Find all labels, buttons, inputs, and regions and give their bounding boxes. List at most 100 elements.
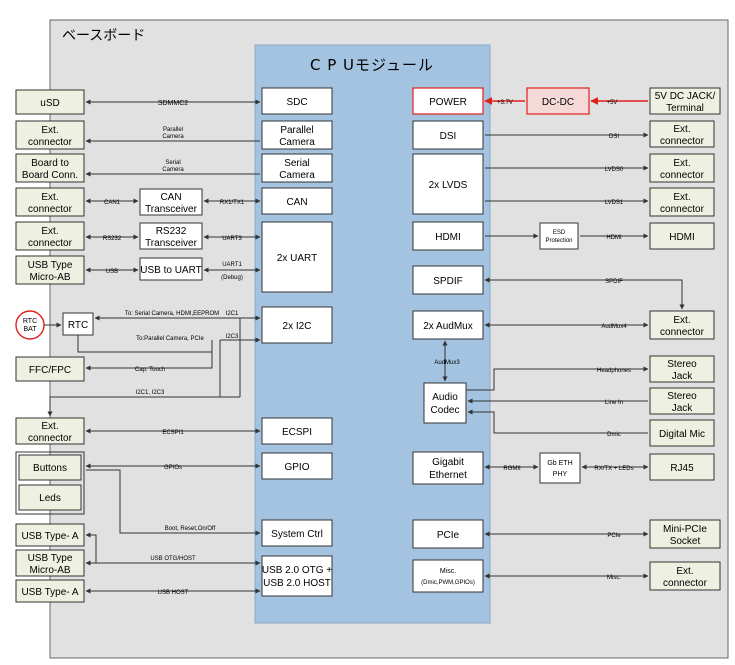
dc-jack-terminal: 5V DC JACK/ Terminal xyxy=(649,87,721,115)
svg-text:Cap. Touch: Cap. Touch xyxy=(135,367,165,373)
svg-text:(Dmic,PWM,GPIOs): (Dmic,PWM,GPIOs) xyxy=(421,580,475,586)
svg-text:Parallel: Parallel xyxy=(280,125,313,136)
ext-connector-rs232: Ext. connector xyxy=(15,221,85,251)
cpu-block-parallel-camera: Parallel Camera xyxy=(261,120,333,150)
link-spdif: SPDIF xyxy=(484,277,685,310)
svg-text:To:Parallel Camera, PCIe: To:Parallel Camera, PCIe xyxy=(136,336,204,342)
svg-text:Ext.: Ext. xyxy=(41,192,58,203)
svg-text:connector: connector xyxy=(28,204,73,215)
svg-text:Ethernet: Ethernet xyxy=(429,470,467,481)
cpu-block-sdc: SDC xyxy=(261,87,333,115)
svg-text:RX1/TX1: RX1/TX1 xyxy=(220,200,245,206)
svg-text:RS232: RS232 xyxy=(156,226,187,237)
cpu-block-usb-otg-host: USB 2.0 OTG + USB 2.0 HOST xyxy=(261,555,333,597)
svg-text:Micro-AB: Micro-AB xyxy=(29,272,70,283)
svg-text:Digital Mic: Digital Mic xyxy=(659,429,705,440)
usb-to-uart-bridge: USB to UART xyxy=(139,257,203,281)
svg-text:Socket: Socket xyxy=(670,536,701,547)
svg-text:Stereo: Stereo xyxy=(667,391,697,402)
link-headphones: Headphones xyxy=(466,366,649,391)
svg-text:DSI: DSI xyxy=(440,131,457,142)
svg-text:DC-DC: DC-DC xyxy=(542,97,574,108)
svg-text:+3.7V: +3.7V xyxy=(497,100,513,106)
svg-text:connector: connector xyxy=(660,327,705,338)
rtc-chip: RTC xyxy=(62,312,94,336)
link-i2c: To: Serial Camera, HDMI,EEPROM I2C1 To:P… xyxy=(44,311,261,417)
link-dmic: Dmic xyxy=(467,409,648,438)
svg-text:USB OTG/HOST: USB OTG/HOST xyxy=(150,556,196,562)
link-usb-host: USB HOST xyxy=(85,588,261,596)
svg-text:HDMI: HDMI xyxy=(435,232,461,243)
ext-connector-audmux: Ext. connector xyxy=(649,310,715,340)
link-parallel-camera: Parallel Camera xyxy=(85,127,260,144)
svg-text:Misc.: Misc. xyxy=(440,568,456,575)
svg-text:connector: connector xyxy=(660,136,705,147)
svg-text:Micro-AB: Micro-AB xyxy=(29,565,70,576)
link-lvds1: LVDS1 xyxy=(485,198,649,206)
esd-protection: ESD Protection xyxy=(539,222,579,250)
svg-text:connector: connector xyxy=(28,137,73,148)
svg-text:Jack: Jack xyxy=(672,371,694,382)
link-rgmii: RGMII RX/TX + LEDs xyxy=(484,464,649,472)
link-audmux3: AudMux3 xyxy=(434,340,460,382)
svg-text:I2C1: I2C1 xyxy=(226,311,239,317)
gb-eth-phy: Gb ETH PHY xyxy=(539,452,581,484)
svg-text:BAT: BAT xyxy=(23,326,37,333)
svg-text:Ext.: Ext. xyxy=(673,315,690,326)
usb-micro-ab-otg: USB Type Micro-AB xyxy=(15,549,85,577)
link-hdmi: HDMI xyxy=(485,233,649,241)
stereo-jack-headphones: Stereo Jack xyxy=(649,355,715,383)
rj45-connector: RJ45 xyxy=(649,453,715,481)
svg-text:LVDS1: LVDS1 xyxy=(605,200,624,206)
link-pcie: PCIe xyxy=(484,531,649,539)
svg-text:ECSPI1: ECSPI1 xyxy=(162,430,184,436)
link-ecspi1: ECSPI1 xyxy=(85,428,261,436)
svg-text:SDMMC2: SDMMC2 xyxy=(158,100,188,107)
link-usb-uart: USB UART1 (Debug) xyxy=(85,262,261,281)
ext-connector-parallel: Ext. connector xyxy=(15,120,85,150)
svg-text:DSI: DSI xyxy=(609,134,619,140)
svg-text:RTC: RTC xyxy=(23,318,37,325)
svg-text:SPDIF: SPDIF xyxy=(433,276,462,287)
svg-text:USB Type: USB Type xyxy=(28,260,73,271)
cpu-block-audmux: 2x AudMux xyxy=(412,310,484,340)
svg-text:CAN1: CAN1 xyxy=(104,200,121,206)
cpu-block-can: CAN xyxy=(261,187,333,215)
svg-text:PCIe: PCIe xyxy=(437,530,460,541)
dc-dc-converter: DC-DC xyxy=(526,87,590,115)
svg-text:UART1: UART1 xyxy=(222,262,242,268)
link-sdmmc2: SDMMC2 xyxy=(85,99,261,107)
svg-text:Parallel: Parallel xyxy=(163,127,183,133)
svg-text:2x I2C: 2x I2C xyxy=(283,321,312,332)
svg-text:AudMux3: AudMux3 xyxy=(434,360,460,366)
svg-text:RX/TX + LEDs: RX/TX + LEDs xyxy=(594,466,633,472)
svg-text:RS232: RS232 xyxy=(103,236,122,242)
buttons-leds-group: Buttons Leds xyxy=(15,451,85,515)
can-transceiver: CAN Transceiver xyxy=(139,188,203,216)
svg-text:2x AudMux: 2x AudMux xyxy=(423,321,472,332)
ext-connector-can: Ext. connector xyxy=(15,187,85,217)
svg-text:Protection: Protection xyxy=(545,238,572,244)
svg-text:Serial: Serial xyxy=(165,160,180,166)
svg-text:LVDS0: LVDS0 xyxy=(605,167,624,173)
svg-text:Ext.: Ext. xyxy=(676,566,693,577)
svg-text:ESD: ESD xyxy=(553,230,566,236)
cpu-block-serial-camera: Serial Camera xyxy=(261,153,333,183)
svg-text:Ext.: Ext. xyxy=(41,125,58,136)
svg-text:Ext.: Ext. xyxy=(673,158,690,169)
link-usb-otg-host: USB OTG/HOST xyxy=(85,532,261,566)
svg-text:uSD: uSD xyxy=(40,98,59,109)
usb-type-a-1: USB Type- A xyxy=(15,523,85,547)
svg-text:Camera: Camera xyxy=(162,167,184,173)
svg-text:Camera: Camera xyxy=(279,137,315,148)
svg-text:USB to UART: USB to UART xyxy=(140,265,202,276)
svg-text:connector: connector xyxy=(28,433,73,444)
svg-text:USB Type- A: USB Type- A xyxy=(21,531,78,542)
link-rs232: RS232 UART3 xyxy=(85,234,261,242)
cpu-block-ecspi: ECSPI xyxy=(261,417,333,445)
svg-text:2x LVDS: 2x LVDS xyxy=(429,180,468,191)
svg-text:AudMux4: AudMux4 xyxy=(601,324,627,330)
link-misc: Misc. xyxy=(484,573,649,581)
link-line-in: Line In xyxy=(467,398,648,406)
